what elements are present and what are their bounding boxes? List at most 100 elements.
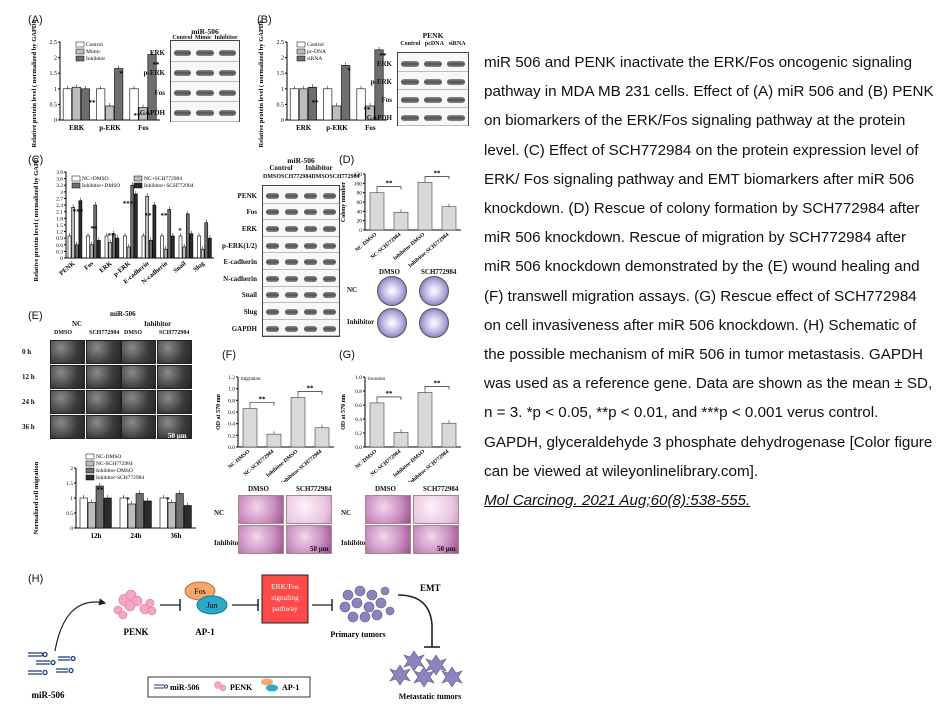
blot-row: GAPDH xyxy=(367,110,468,126)
y-axis-label: Relative protein level ( normalized by G… xyxy=(31,20,38,147)
y-tick-label: 1.8 xyxy=(56,216,63,222)
erk-pathway-label-1: ERK/Fos xyxy=(271,582,299,591)
blot-band xyxy=(265,192,280,199)
blot-row-label: p-ERK(1/2) xyxy=(222,241,257,250)
legend-penk: PENK xyxy=(230,683,253,692)
blot-band xyxy=(322,292,337,299)
blot-row: PENK xyxy=(238,189,339,204)
blot-band xyxy=(284,225,299,232)
blot-column-label: Control xyxy=(400,41,421,47)
blot-column-label: SCH772984 xyxy=(329,174,360,180)
blot-band xyxy=(423,96,442,103)
wound-column-label: SCH772984 xyxy=(159,330,190,336)
legend-swatch xyxy=(85,453,95,460)
blot-c-title: miR-506 xyxy=(287,156,315,165)
bar xyxy=(393,432,409,448)
blot-band xyxy=(400,78,419,85)
y-tick-label: 0 xyxy=(54,118,57,124)
blot-band xyxy=(322,192,337,199)
blot-row-label: GAPDH xyxy=(139,108,165,117)
bar xyxy=(441,206,457,231)
legend-swatch xyxy=(85,467,95,474)
bar xyxy=(185,213,190,259)
significance-bracket xyxy=(376,396,402,400)
bar xyxy=(105,105,115,121)
blot-column-label: Mimic xyxy=(194,35,212,41)
wound-image xyxy=(156,365,192,389)
blot-row-label: Snail xyxy=(241,291,257,300)
legend-ap1: AP-1 xyxy=(282,683,299,692)
blot-b-title: PENK xyxy=(422,31,444,40)
ap1-jun: Jun xyxy=(206,601,217,610)
bar xyxy=(314,427,330,448)
blot-row: Fos xyxy=(247,206,339,221)
bar xyxy=(108,242,112,259)
stain-image xyxy=(286,495,332,524)
significance-mark: * xyxy=(347,67,351,75)
y-tick-label: 0.0 xyxy=(228,445,235,451)
bar xyxy=(79,497,88,529)
blot-band xyxy=(265,308,280,315)
ap1-fos: Fos xyxy=(194,587,206,596)
wound-row-label: 36 h xyxy=(22,423,35,431)
citation-link[interactable]: Mol Carcinog. 2021 Aug;60(8):538-555. xyxy=(484,492,751,510)
wound-image xyxy=(121,365,156,389)
x-tick-label: Inhibitor-SCH772984 xyxy=(280,449,323,482)
blot-band xyxy=(303,275,318,282)
x-tick-label: p-ERK xyxy=(99,124,121,132)
chart-f: 0.00.20.40.60.81.01.2NC-DMSONC-SCH772984… xyxy=(216,375,334,482)
significance-mark: ** xyxy=(108,232,116,240)
bar xyxy=(200,248,205,259)
blot-column-label: Inhibitor xyxy=(214,35,238,41)
stain-image xyxy=(238,495,284,524)
bar xyxy=(167,209,172,259)
blot-band xyxy=(447,60,466,67)
stain-row-label: Inhibitor xyxy=(214,539,242,547)
significance-mark: ** xyxy=(380,52,388,60)
significance-mark: ** xyxy=(312,99,320,107)
blot-column-label: DMSO xyxy=(311,174,330,180)
blot-row-label: p-ERK xyxy=(143,68,165,77)
blot-band xyxy=(303,308,318,315)
blot-row: Slug xyxy=(244,305,339,320)
y-tick-label: 80 xyxy=(357,191,363,197)
y-tick-label: 2 xyxy=(70,466,73,472)
blot-band xyxy=(218,109,237,116)
wound-column-label: DMSO xyxy=(54,330,72,336)
blot-row: GAPDH xyxy=(232,322,339,337)
dish-column-label: SCH772984 xyxy=(421,268,457,276)
bar xyxy=(115,237,120,259)
y-tick-label: 1 xyxy=(54,87,57,93)
wound-image xyxy=(121,390,156,414)
scale-bar-label: 50 μm xyxy=(310,545,329,553)
panel-b-label: (B) xyxy=(257,14,272,26)
bar xyxy=(123,235,127,259)
ap1-icon xyxy=(184,581,228,615)
blot-row: ERK xyxy=(377,56,468,72)
significance-mark: * xyxy=(178,227,182,235)
bar xyxy=(145,195,149,259)
y-axis-label: Relative protein level ( normalized by G… xyxy=(258,20,265,147)
blot-row: p-ERK(1/2) xyxy=(222,239,339,254)
stain-row-label: NC xyxy=(214,509,225,517)
bar xyxy=(130,184,135,259)
wound-group-label: Inhibitor xyxy=(144,320,172,328)
stain-row-label: Inhibitor xyxy=(341,539,369,547)
y-axis-label: OD at 570 nm xyxy=(216,394,222,430)
blot-band xyxy=(265,242,280,249)
legend-label: NC-SCH772984 xyxy=(96,461,133,467)
blot-band xyxy=(322,209,337,216)
stain-image xyxy=(413,495,459,524)
blot-row: Fos xyxy=(155,84,239,102)
metastatic-tumor-icon xyxy=(389,650,463,688)
wound-row-label: 0 h xyxy=(22,348,32,356)
mir506-icon xyxy=(28,651,76,676)
primary-tumor-icon xyxy=(339,585,395,623)
x-tick-label: NC-DMSO xyxy=(354,231,379,253)
mechanism-schematic: miR-506 PENK Fos Jun AP-1 ERK/Fos signal… xyxy=(28,574,463,701)
y-tick-label: 2.5 xyxy=(50,40,58,46)
ap1-label: AP-1 xyxy=(195,627,215,637)
x-tick-label: 12h xyxy=(91,532,102,540)
